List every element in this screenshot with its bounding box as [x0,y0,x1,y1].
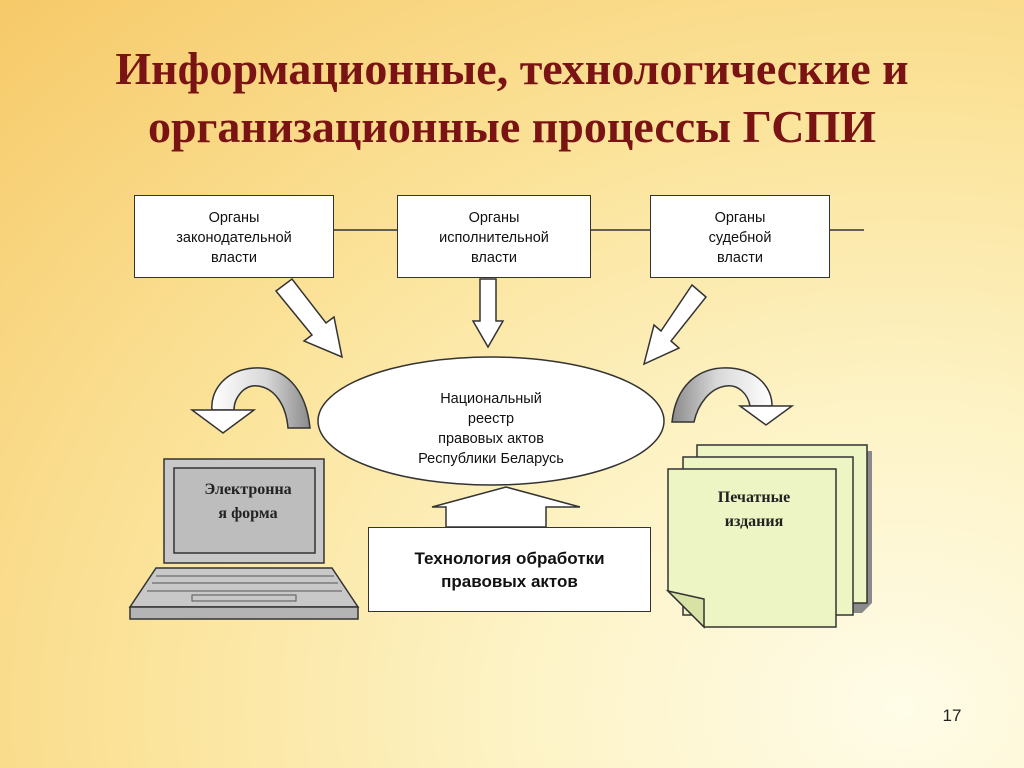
judicial-line-3: власти [717,249,763,266]
registry-line-4: Республики Беларусь [418,451,564,467]
electronic-form-line-2: я форма [218,505,278,522]
arrow-technology-to-registry [431,486,581,528]
registry-label: Национальный реестр правовых актов Респу… [318,376,664,486]
arrow-executive-to-registry [471,278,505,349]
legislative-branch-box: Органы законодательной власти [134,195,334,278]
legislative-line-3: власти [211,249,257,266]
curved-arrow-to-electronic-form [189,367,311,434]
electronic-form-label: Электронна я форма [178,478,318,544]
title-line-2: организационные процессы ГСПИ [147,101,877,152]
printed-line-1: Печатные [717,489,791,506]
judicial-line-2: судебной [708,229,772,246]
executive-line-3: власти [471,249,517,266]
technology-line-1: Технология обработки [414,548,605,568]
executive-line-2: исполнительной [439,229,549,246]
electronic-form-line-1: Электронна [204,481,292,498]
printed-line-2: издания [724,513,784,530]
judicial-branch-box: Органы судебной власти [650,195,830,278]
printed-editions-label: Печатные издания [680,486,828,534]
title-line-1: Информационные, технологические и [115,43,909,94]
slide-title: Информационные, технологические и органи… [40,40,984,156]
laptop-icon [128,458,360,620]
executive-line-1: Органы [468,209,520,226]
judicial-line-1: Органы [714,209,766,226]
registry-oval [317,356,665,486]
legislative-line-1: Органы [208,209,260,226]
technology-line-2: правовых актов [441,571,578,591]
registry-line-2: реестр [467,411,515,427]
technology-box: Технология обработки правовых актов [368,527,651,612]
printed-pages-stack [665,444,872,629]
slide-number: 17 [942,706,962,725]
arrow-legislative-to-registry [274,277,344,359]
executive-branch-box: Органы исполнительной власти [397,195,591,278]
arrow-judicial-to-registry [642,283,708,366]
registry-line-3: правовых актов [438,431,544,447]
registry-line-1: Национальный [440,391,542,407]
curved-arrow-to-printed-editions [671,367,795,426]
legislative-line-2: законодательной [176,229,292,246]
